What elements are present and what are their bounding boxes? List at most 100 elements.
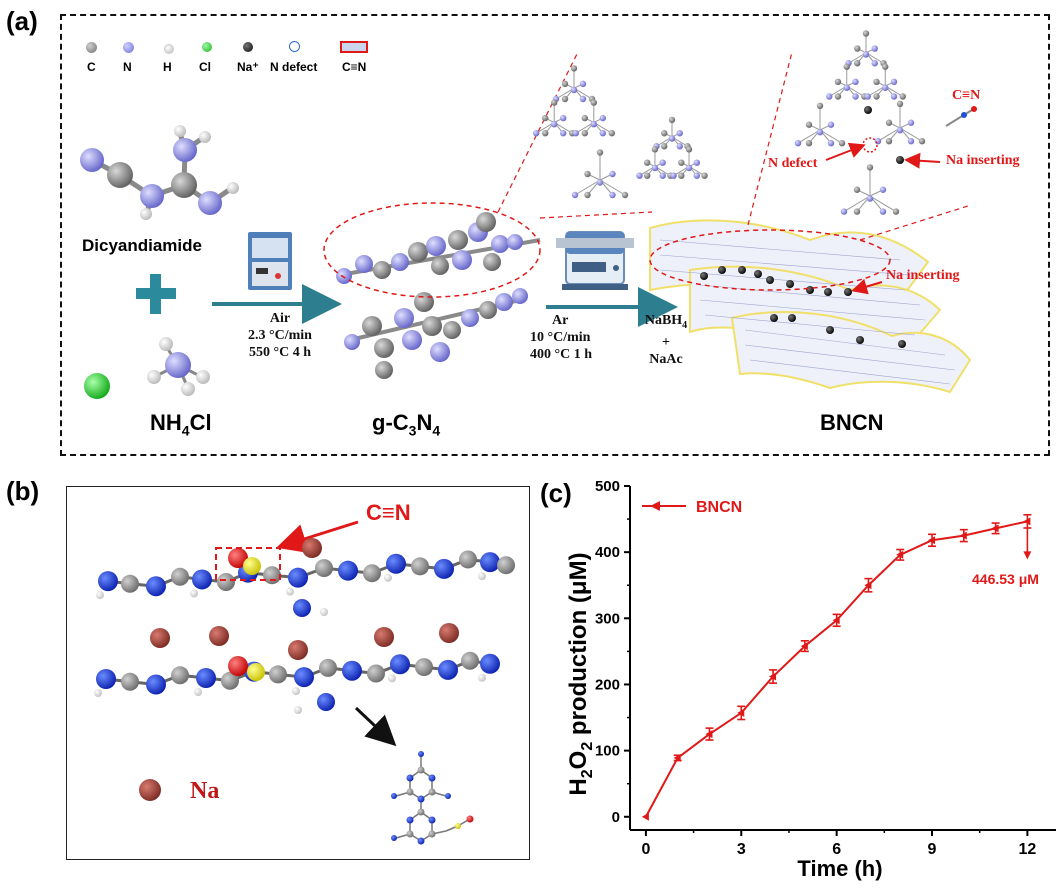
data-point [737,708,745,717]
legend-cl-label: Cl [199,60,211,74]
nh4cl-molecule [84,337,210,399]
legend: C N H Cl Na⁺ N defect C≡N [78,38,378,78]
legend-cn-box-icon [340,41,368,53]
legend-cl-ball-icon [202,42,212,52]
chart-y-tick-label: 100 [595,743,620,760]
zoom-n-defect-label: N defect [768,156,818,171]
chart-y-tick-label: 500 [595,478,620,495]
sheet-na-inserting-label: Na inserting [886,268,960,283]
step2-reagent1-main: NaBH [644,313,683,328]
data-point [673,753,681,762]
legend-cn-label: C≡N [342,60,367,74]
data-point [991,524,999,533]
tube-furnace-icon [556,231,634,290]
legend-n-defect-ring-icon [289,41,300,52]
gc3n4-b: N [416,410,433,435]
chart-y-label-c: production (μM) [565,552,592,741]
gc3n4-highlight-ellipse [323,202,541,298]
chart-x-tick-label: 6 [832,841,841,858]
legend-h-ball-icon [164,44,174,54]
cn-highlight-box [215,547,281,581]
step2-gas: Ar [552,313,569,328]
step1-gas: Air [269,311,291,326]
n-defect-ring-icon [862,137,878,153]
chart-x-tick-label: 3 [737,841,746,858]
panel-c-letter: (c) [540,478,572,508]
step2-plus: + [662,334,670,350]
gc3n4-s1: 3 [408,422,417,439]
legend-na-label: Na⁺ [237,60,259,74]
nh4cl-sub: 4 [181,422,190,439]
nh4cl-main: NH [150,410,182,435]
step2-reagent1-sub: 4 [682,319,688,331]
chart-x-tick-label: 9 [928,841,937,858]
bncn-network-zoom [794,30,926,215]
step2-temp: 400 °C 1 h [530,347,592,362]
na-legend-atom-icon [139,779,161,801]
panel-b-frame [66,486,530,860]
series-line-bncn [645,520,1028,818]
nh4cl-tail: Cl [189,410,212,435]
chart-y-tick-label: 300 [595,610,620,627]
legend-n-defect-label: N defect [270,60,318,74]
legend-n-ball-icon [123,42,134,53]
annotation-arrowhead [1023,551,1032,560]
step2-reagent2: NaAc [649,351,683,367]
legend-c-ball-icon [86,42,97,53]
panel-a-illustration [80,30,977,399]
triazine-inset [391,751,474,845]
muffle-furnace-icon [248,232,292,290]
gc3n4-molecules [336,212,541,379]
legend-h-label: H [163,60,172,74]
plus-icon [136,274,176,314]
chart-x-tick-label: 12 [1018,841,1036,858]
data-point [896,550,904,559]
data-point [959,531,967,540]
cn-group-icon [945,106,977,127]
chart-y-tick-label: 200 [595,676,620,693]
zoom-cn-label: C≡N [952,88,981,103]
panel-a-border [60,14,1050,456]
chart-y-tick-label: 400 [595,544,620,561]
gc3n4-a: g-C [372,410,409,435]
step2-reagent1: NaBH4 [636,312,696,334]
gc3n4-label: g-C3N4 [372,410,440,438]
bncn-sheets [649,219,972,394]
panel-b-cn-label: C≡N [366,500,411,525]
chart-y-label-s1: 2 [579,769,596,778]
step2-reagents: NaBH4 + NaAc [636,312,696,368]
chart-y-label-b: O [565,751,592,770]
data-point [928,536,936,545]
step1-temp: 550 °C 4 h [249,345,311,360]
dicyandiamide-label: Dicyandiamide [82,236,202,255]
legend-c-label: C [87,60,96,74]
gc3n4-s2: 4 [432,422,441,439]
lower-layer [94,651,500,714]
panel-b-structure [94,520,515,845]
dicyandiamide-molecule [80,125,239,220]
panel-a-letter: (a) [6,6,38,36]
data-point [769,672,777,681]
bncn-label: BNCN [820,410,884,435]
panel-b-na-label: Na [190,778,220,804]
chart-y-label-a: H [565,778,592,795]
nh4cl-label: NH4Cl [150,410,212,438]
data-point [1023,517,1031,526]
gc3n4-network-zoom [533,65,708,199]
data-point [832,616,840,625]
chart-x-label: Time (h) [797,856,882,881]
legend-marker-icon [650,501,660,511]
chart-y-label: H2O2 production (μM) [565,552,596,795]
legend-n-label: N [123,60,132,74]
step1-rate: 2.3 °C/min [248,328,312,343]
na-atoms [139,538,459,801]
upper-layer [96,548,515,617]
step2-conditions: Ar 10 °C/min 400 °C 1 h [530,312,600,363]
data-point [800,642,808,651]
chart-x-tick-label: 0 [641,841,650,858]
data-point [705,730,713,739]
chart-y-label-s2: 2 [579,742,596,751]
step1-conditions: Air 2.3 °C/min 550 °C 4 h [238,310,322,361]
bncn-highlight-ellipse [649,229,891,291]
